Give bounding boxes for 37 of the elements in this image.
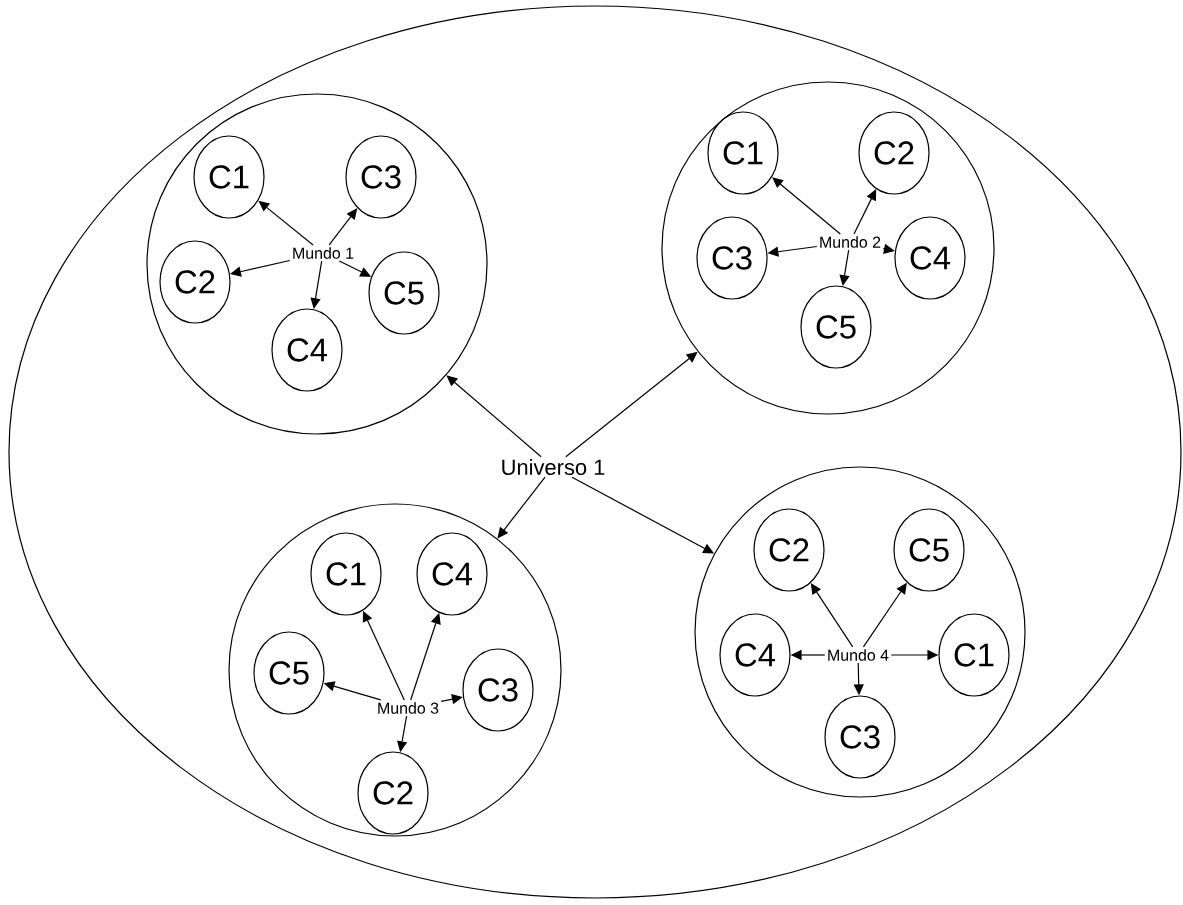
ellipse-node: C5 [368,251,440,335]
ellipse-node: C5 [253,631,325,715]
circle-outline [228,503,562,837]
ellipse-node: C1 [938,613,1010,697]
text-label: Universo 1 [502,458,605,476]
ellipse-node: C5 [893,508,965,592]
ellipse-node: C4 [719,613,791,697]
ellipse-node: C4 [271,308,343,392]
circle-outline [661,81,995,415]
ellipse-node: C4 [894,216,966,300]
ellipse-node: C2 [858,111,930,195]
ellipse-node: C3 [462,648,534,732]
text-label: Mundo 2 [820,236,881,248]
ellipse-node: C3 [696,216,768,300]
arrow [853,189,877,235]
arrow [810,583,854,648]
circle-outline [694,466,1026,798]
ellipse-node: C1 [707,111,779,195]
ellipse-node: C1 [193,135,265,219]
ellipse-node: C1 [310,532,382,616]
text-label: Mundo 1 [293,247,354,259]
arrow [772,177,841,235]
text-label: Mundo 3 [378,702,439,714]
ellipse-outline [8,5,1182,899]
ellipse-node: C3 [345,135,417,219]
ellipse-node: C2 [159,240,231,324]
arrow [328,208,358,246]
arrow [230,259,291,277]
ellipse-node: C5 [800,285,872,369]
arrow [882,243,895,254]
ellipse-node: C4 [416,532,488,616]
ellipse-node: C2 [753,508,825,592]
ellipse-node: C2 [357,751,429,835]
arrow [446,375,542,458]
circle-outline [146,93,488,435]
text-label: Mundo 4 [828,649,889,661]
ellipse-node: C3 [824,695,896,779]
